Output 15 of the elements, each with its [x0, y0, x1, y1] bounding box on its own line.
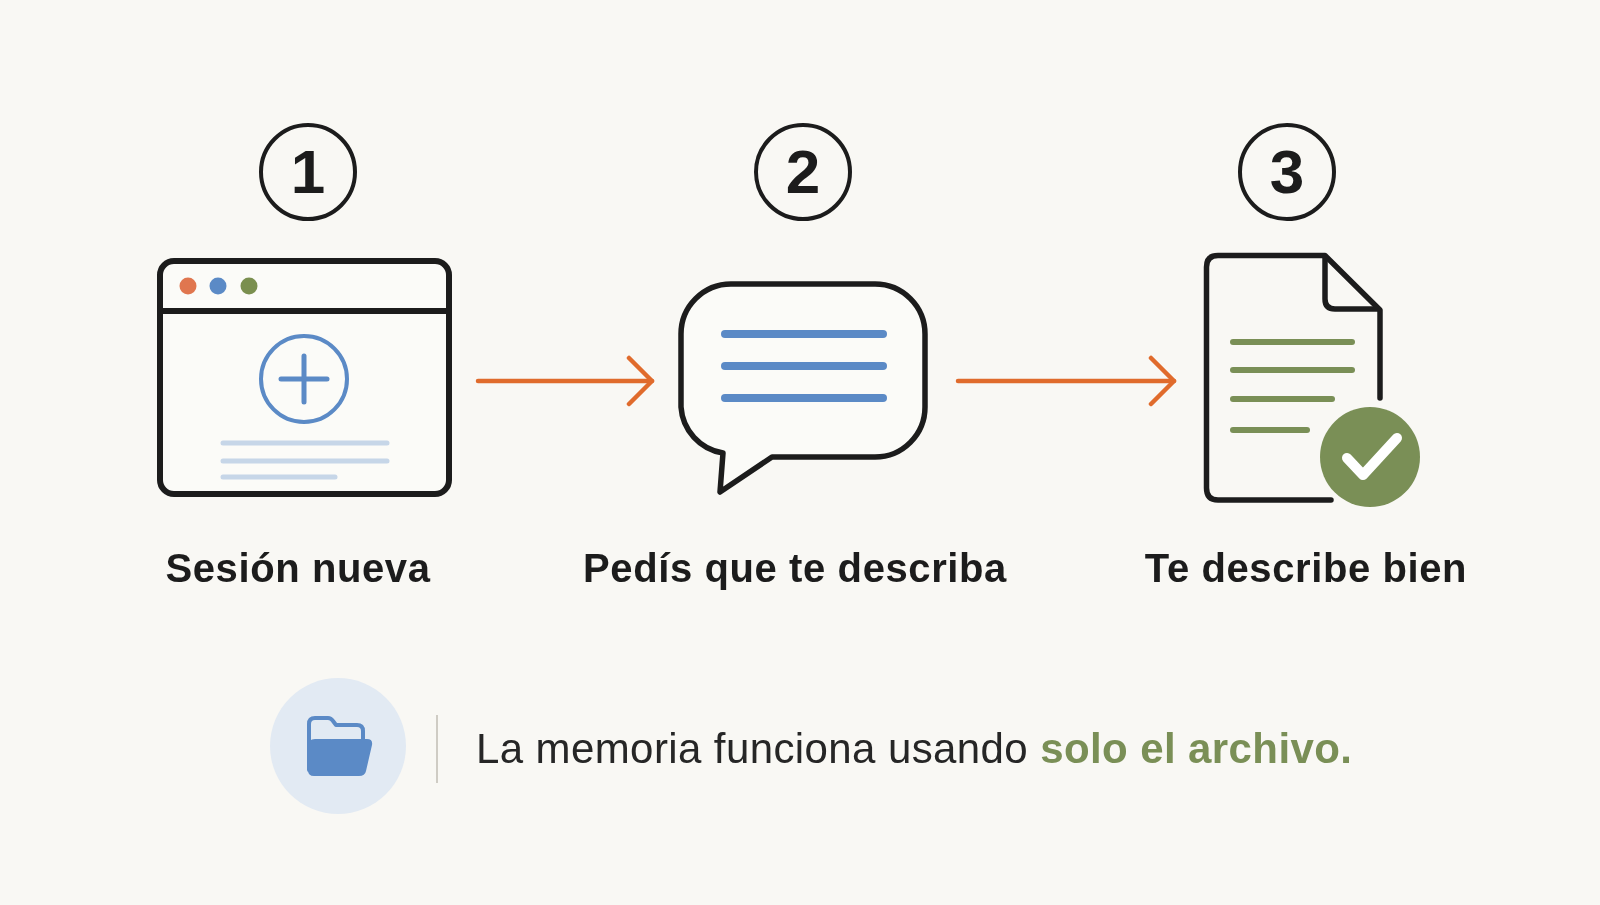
document-check-illustration: [1204, 253, 1420, 507]
step-number: 3: [1269, 141, 1305, 203]
step-caption: Te describe bien: [1144, 545, 1468, 591]
number-circle: [754, 123, 852, 221]
step-number: 2: [785, 141, 821, 203]
footer-note: La memoria funciona usando solo el archivo.: [476, 723, 1353, 774]
step-caption: Pedís que te describa: [583, 545, 1007, 591]
number-circle: [1238, 123, 1336, 221]
speech-bubble-illustration: [678, 281, 928, 495]
arrow: [475, 355, 655, 407]
arrow: [955, 355, 1177, 407]
step-number: 1: [290, 141, 326, 203]
number-circle: [259, 123, 357, 221]
step-caption: Sesión nueva: [165, 545, 431, 591]
browser-window-illustration: [157, 258, 452, 497]
